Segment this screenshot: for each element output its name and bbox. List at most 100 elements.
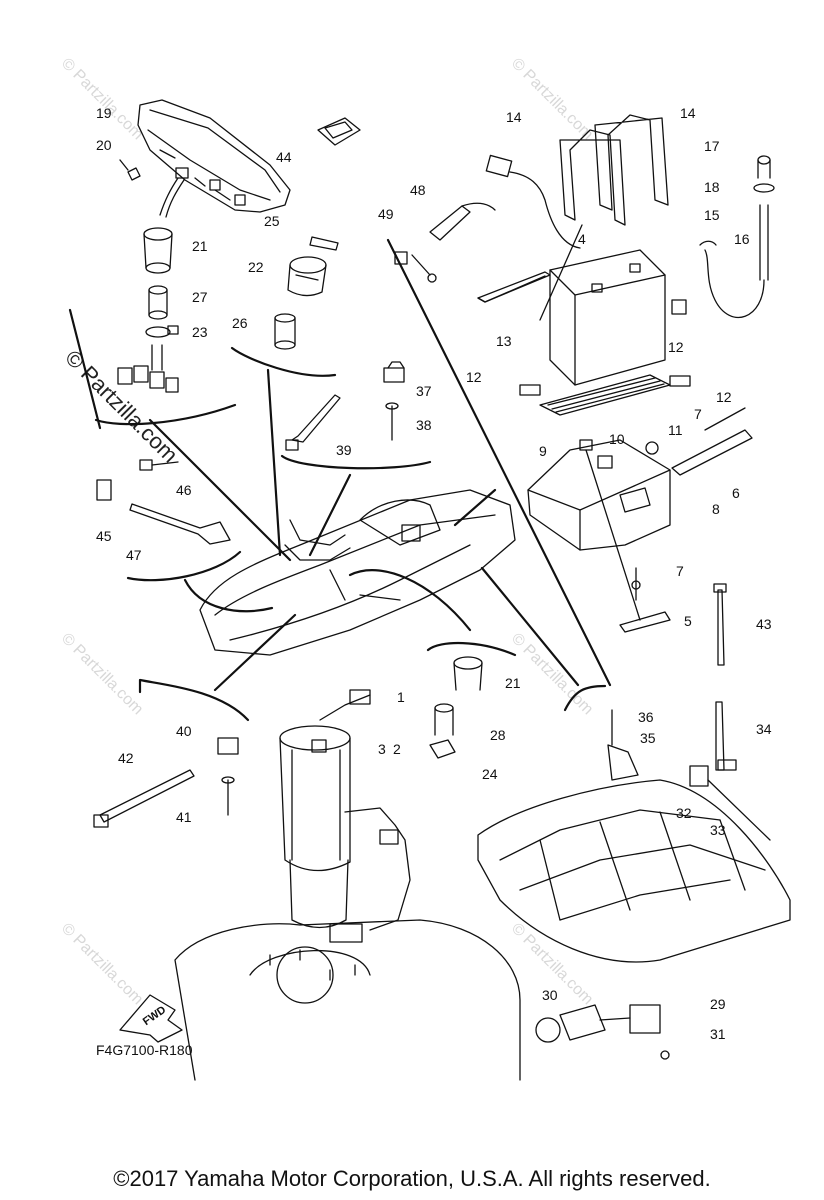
callout-47: 47 bbox=[126, 547, 142, 563]
tie-47 bbox=[129, 503, 231, 545]
sensor-48 bbox=[429, 154, 581, 249]
drain-30 bbox=[535, 1004, 606, 1043]
callout-16: 16 bbox=[734, 231, 750, 247]
callout-22: 22 bbox=[248, 259, 264, 275]
fuel-tank bbox=[174, 919, 521, 1081]
screw-31 bbox=[660, 1050, 670, 1060]
bolt-7 bbox=[631, 407, 746, 601]
clamp-16 bbox=[699, 240, 717, 246]
clamp-24 bbox=[429, 739, 456, 759]
bracket-44 bbox=[317, 117, 361, 146]
callout-29: 29 bbox=[710, 996, 726, 1012]
callout-7: 7 bbox=[676, 563, 684, 579]
callout-38: 38 bbox=[416, 417, 432, 433]
callout-36: 36 bbox=[638, 709, 654, 725]
grommet-22 bbox=[287, 256, 327, 297]
connector-bundle bbox=[117, 344, 179, 393]
case-8 bbox=[527, 439, 671, 551]
sleeve-26 bbox=[274, 313, 296, 350]
breather-17 bbox=[757, 155, 771, 179]
clamp-23 bbox=[145, 325, 179, 338]
callout-34: 34 bbox=[756, 721, 772, 737]
bolt-9 bbox=[579, 439, 641, 621]
callout-40: 40 bbox=[176, 723, 192, 739]
callout-32: 32 bbox=[676, 805, 692, 821]
watercraft-hull bbox=[199, 489, 516, 656]
battery-strap-14 bbox=[559, 114, 669, 226]
callout-31: 31 bbox=[710, 1026, 726, 1042]
screw-20 bbox=[119, 159, 141, 181]
callout-14: 14 bbox=[680, 105, 696, 121]
meter-assembly bbox=[137, 99, 291, 213]
callout-18: 18 bbox=[704, 179, 720, 195]
callout-2: 2 bbox=[393, 741, 401, 757]
callout-21: 21 bbox=[192, 238, 208, 254]
callout-21: 21 bbox=[505, 675, 521, 691]
clip-40 bbox=[217, 737, 239, 755]
callout-12: 12 bbox=[716, 389, 732, 405]
callout-37: 37 bbox=[416, 383, 432, 399]
bolt-33 bbox=[707, 779, 771, 841]
callout-39: 39 bbox=[336, 442, 352, 458]
callout-6: 6 bbox=[732, 485, 740, 501]
callout-33: 33 bbox=[710, 822, 726, 838]
callout-41: 41 bbox=[176, 809, 192, 825]
callout-48: 48 bbox=[410, 182, 426, 198]
pad-12 bbox=[519, 299, 691, 396]
callout-9: 9 bbox=[539, 443, 547, 459]
callout-10: 10 bbox=[609, 431, 625, 447]
nut-10 bbox=[645, 441, 659, 455]
fwd-arrow bbox=[119, 994, 183, 1043]
fuel-pump-1 bbox=[279, 689, 411, 943]
callout-7: 7 bbox=[694, 406, 702, 422]
sleeve-28 bbox=[434, 703, 454, 736]
callout-43: 43 bbox=[756, 616, 772, 632]
hull-grate bbox=[477, 779, 791, 963]
clip-37 bbox=[383, 361, 405, 383]
callout-44: 44 bbox=[276, 149, 292, 165]
hose-15 bbox=[704, 204, 769, 318]
callout-35: 35 bbox=[640, 730, 656, 746]
callout-17: 17 bbox=[704, 138, 720, 154]
copyright-notice: ©2017 Yamaha Motor Corporation, U.S.A. A… bbox=[113, 1166, 711, 1191]
diagram-code: F4G7100-R180 bbox=[96, 1042, 193, 1058]
bracket-5 bbox=[619, 611, 671, 633]
battery-4 bbox=[549, 249, 666, 386]
callout-5: 5 bbox=[684, 613, 692, 629]
callout-11: 11 bbox=[668, 422, 683, 438]
tie-39 bbox=[285, 394, 341, 451]
bracket-35 bbox=[607, 744, 639, 781]
bolt-46 bbox=[139, 459, 179, 471]
plate-13 bbox=[477, 271, 551, 303]
mat-11 bbox=[539, 374, 671, 416]
grommet-21 bbox=[143, 227, 173, 274]
tie-34 bbox=[715, 701, 737, 771]
callout-42: 42 bbox=[118, 750, 134, 766]
bracket-6 bbox=[671, 429, 753, 476]
callout-13: 13 bbox=[496, 333, 512, 349]
rivet-41 bbox=[221, 776, 235, 816]
callout-1: 1 bbox=[397, 689, 405, 705]
callout-8: 8 bbox=[712, 501, 720, 517]
callout-12: 12 bbox=[466, 369, 482, 385]
callout-26: 26 bbox=[232, 315, 248, 331]
tie-42 bbox=[93, 769, 195, 828]
callout-28: 28 bbox=[490, 727, 506, 743]
callout-27: 27 bbox=[192, 289, 208, 305]
callout-4: 4 bbox=[578, 231, 586, 247]
sensor-29 bbox=[599, 1004, 661, 1034]
callout-20: 20 bbox=[96, 137, 112, 153]
callout-45: 45 bbox=[96, 528, 112, 544]
sleeve-27 bbox=[148, 285, 168, 320]
sleeve-21b bbox=[453, 656, 483, 691]
bolt-49 bbox=[394, 251, 437, 283]
tie-25 bbox=[309, 236, 339, 251]
clip-45 bbox=[96, 479, 112, 501]
callout-49: 49 bbox=[378, 206, 394, 222]
callout-25: 25 bbox=[264, 213, 280, 229]
callout-15: 15 bbox=[704, 207, 720, 223]
callout-23: 23 bbox=[192, 324, 208, 340]
callout-3: 3 bbox=[378, 741, 386, 757]
